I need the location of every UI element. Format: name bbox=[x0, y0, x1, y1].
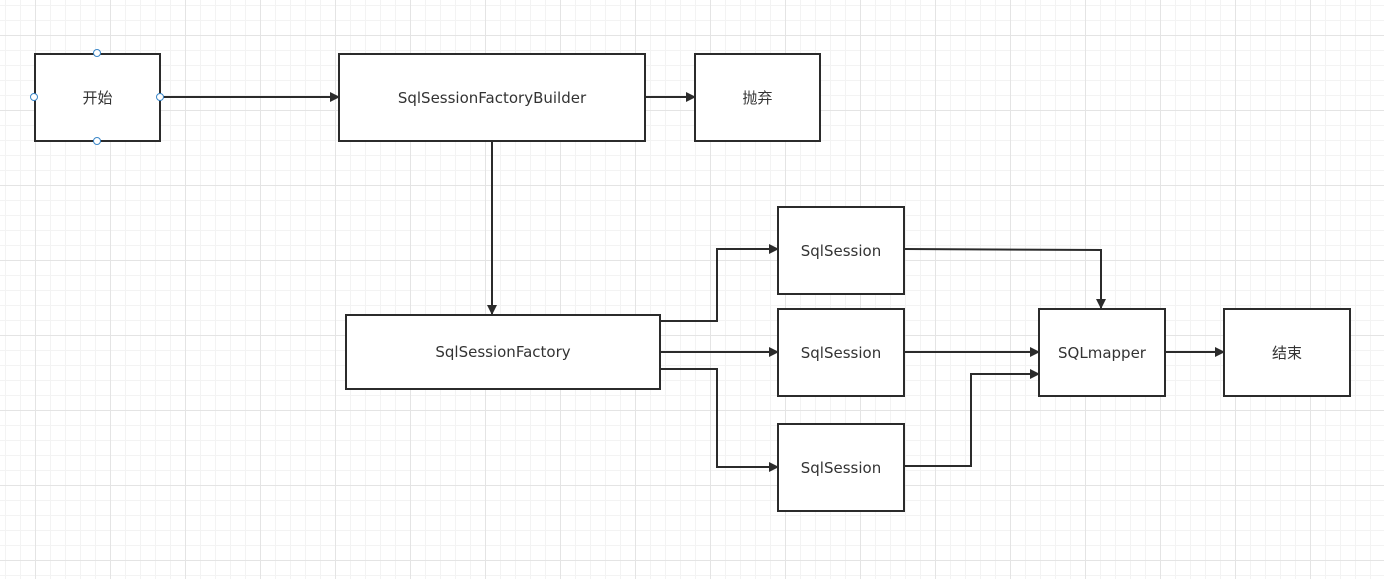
node-start[interactable]: 开始 bbox=[34, 53, 161, 142]
node-sqlsession-1-label: SqlSession bbox=[800, 241, 882, 260]
selection-handle-bottom[interactable] bbox=[93, 137, 101, 145]
edge-session1-to-mapper[interactable] bbox=[903, 248, 1106, 309]
node-discard-label: 抛弃 bbox=[742, 89, 773, 107]
node-sqlsessionfactory-label: SqlSessionFactory bbox=[435, 343, 571, 361]
node-sqlsession-2[interactable]: SqlSession bbox=[777, 308, 905, 397]
node-sqlsession-3[interactable]: SqlSession bbox=[777, 423, 905, 512]
node-sqlmapper-label: SQLmapper bbox=[1058, 343, 1146, 362]
edge-factory-to-session3[interactable] bbox=[660, 368, 779, 472]
node-end-label: 结束 bbox=[1271, 344, 1302, 362]
node-sqlsession-2-label: SqlSession bbox=[800, 343, 882, 362]
selection-handle-left[interactable] bbox=[30, 93, 38, 101]
node-discard[interactable]: 抛弃 bbox=[694, 53, 821, 142]
node-sqlsessionfactorybuilder[interactable]: SqlSessionFactoryBuilder bbox=[338, 53, 646, 142]
edge-session3-to-mapper[interactable] bbox=[904, 369, 1040, 467]
node-start-label: 开始 bbox=[82, 89, 113, 107]
node-sqlsession-1[interactable]: SqlSession bbox=[777, 206, 905, 295]
node-sqlsession-3-label: SqlSession bbox=[800, 458, 882, 477]
node-end[interactable]: 结束 bbox=[1223, 308, 1351, 397]
node-sqlmapper[interactable]: SQLmapper bbox=[1038, 308, 1166, 397]
selection-handle-top[interactable] bbox=[93, 49, 101, 57]
node-sqlsessionfactorybuilder-label: SqlSessionFactoryBuilder bbox=[397, 88, 587, 107]
edge-factory-to-session1[interactable] bbox=[660, 244, 779, 322]
node-sqlsessionfactory[interactable]: SqlSessionFactory bbox=[345, 314, 661, 390]
selection-handle-right[interactable] bbox=[156, 93, 164, 101]
